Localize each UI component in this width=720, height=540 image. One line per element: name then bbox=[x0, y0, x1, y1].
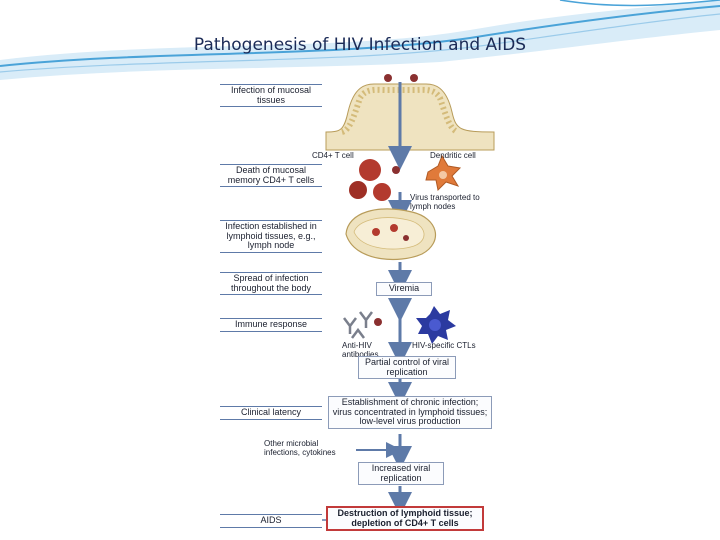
stage-immune-response: Immune response bbox=[220, 318, 322, 332]
pathogenesis-figure: Infection of mucosal tissues Death of mu… bbox=[216, 72, 498, 540]
slide-title: Pathogenesis of HIV Infection and AIDS bbox=[193, 35, 527, 55]
stage-death-memory-cells: Death of mucosal memory CD4+ T cells bbox=[220, 164, 322, 187]
infected-cd4-cells bbox=[349, 159, 400, 201]
partial-control-box: Partial control of viral replication bbox=[358, 356, 456, 379]
stage-clinical-latency: Clinical latency bbox=[220, 406, 322, 420]
increased-replication-box: Increased viral replication bbox=[358, 462, 444, 485]
stage-aids: AIDS bbox=[220, 514, 322, 528]
dendritic-cell-shape bbox=[425, 154, 462, 192]
cd4-cell-label: CD4+ T cell bbox=[312, 151, 354, 160]
antibodies-label: Anti-HIV antibodies bbox=[342, 341, 379, 359]
stage-infection-lymphoid: Infection established in lymphoid tissue… bbox=[220, 220, 322, 253]
dendritic-cell-label: Dendritic cell bbox=[430, 151, 476, 160]
header-wave-decoration bbox=[0, 0, 720, 80]
destruction-box: Destruction of lymphoid tissue; depletio… bbox=[326, 506, 484, 531]
virus-particles-top bbox=[384, 74, 418, 82]
microbial-label: Other microbial infections, cytokines bbox=[264, 439, 336, 457]
transport-label: Virus transported to lymph nodes bbox=[410, 193, 480, 211]
stage-infection-mucosal: Infection of mucosal tissues bbox=[220, 84, 322, 107]
anti-hiv-antibodies-shape bbox=[343, 311, 382, 339]
ctls-label: HIV-specific CTLs bbox=[412, 341, 476, 350]
viremia-box: Viremia bbox=[376, 282, 432, 296]
ctl-cell-shape bbox=[416, 306, 456, 344]
lymph-node-shape bbox=[345, 208, 437, 260]
stage-spread: Spread of infection throughout the body bbox=[220, 272, 322, 295]
figure-artwork bbox=[322, 74, 495, 521]
mucosal-epithelium bbox=[325, 83, 495, 151]
chronic-infection-box: Establishment of chronic infection; viru… bbox=[328, 396, 492, 429]
